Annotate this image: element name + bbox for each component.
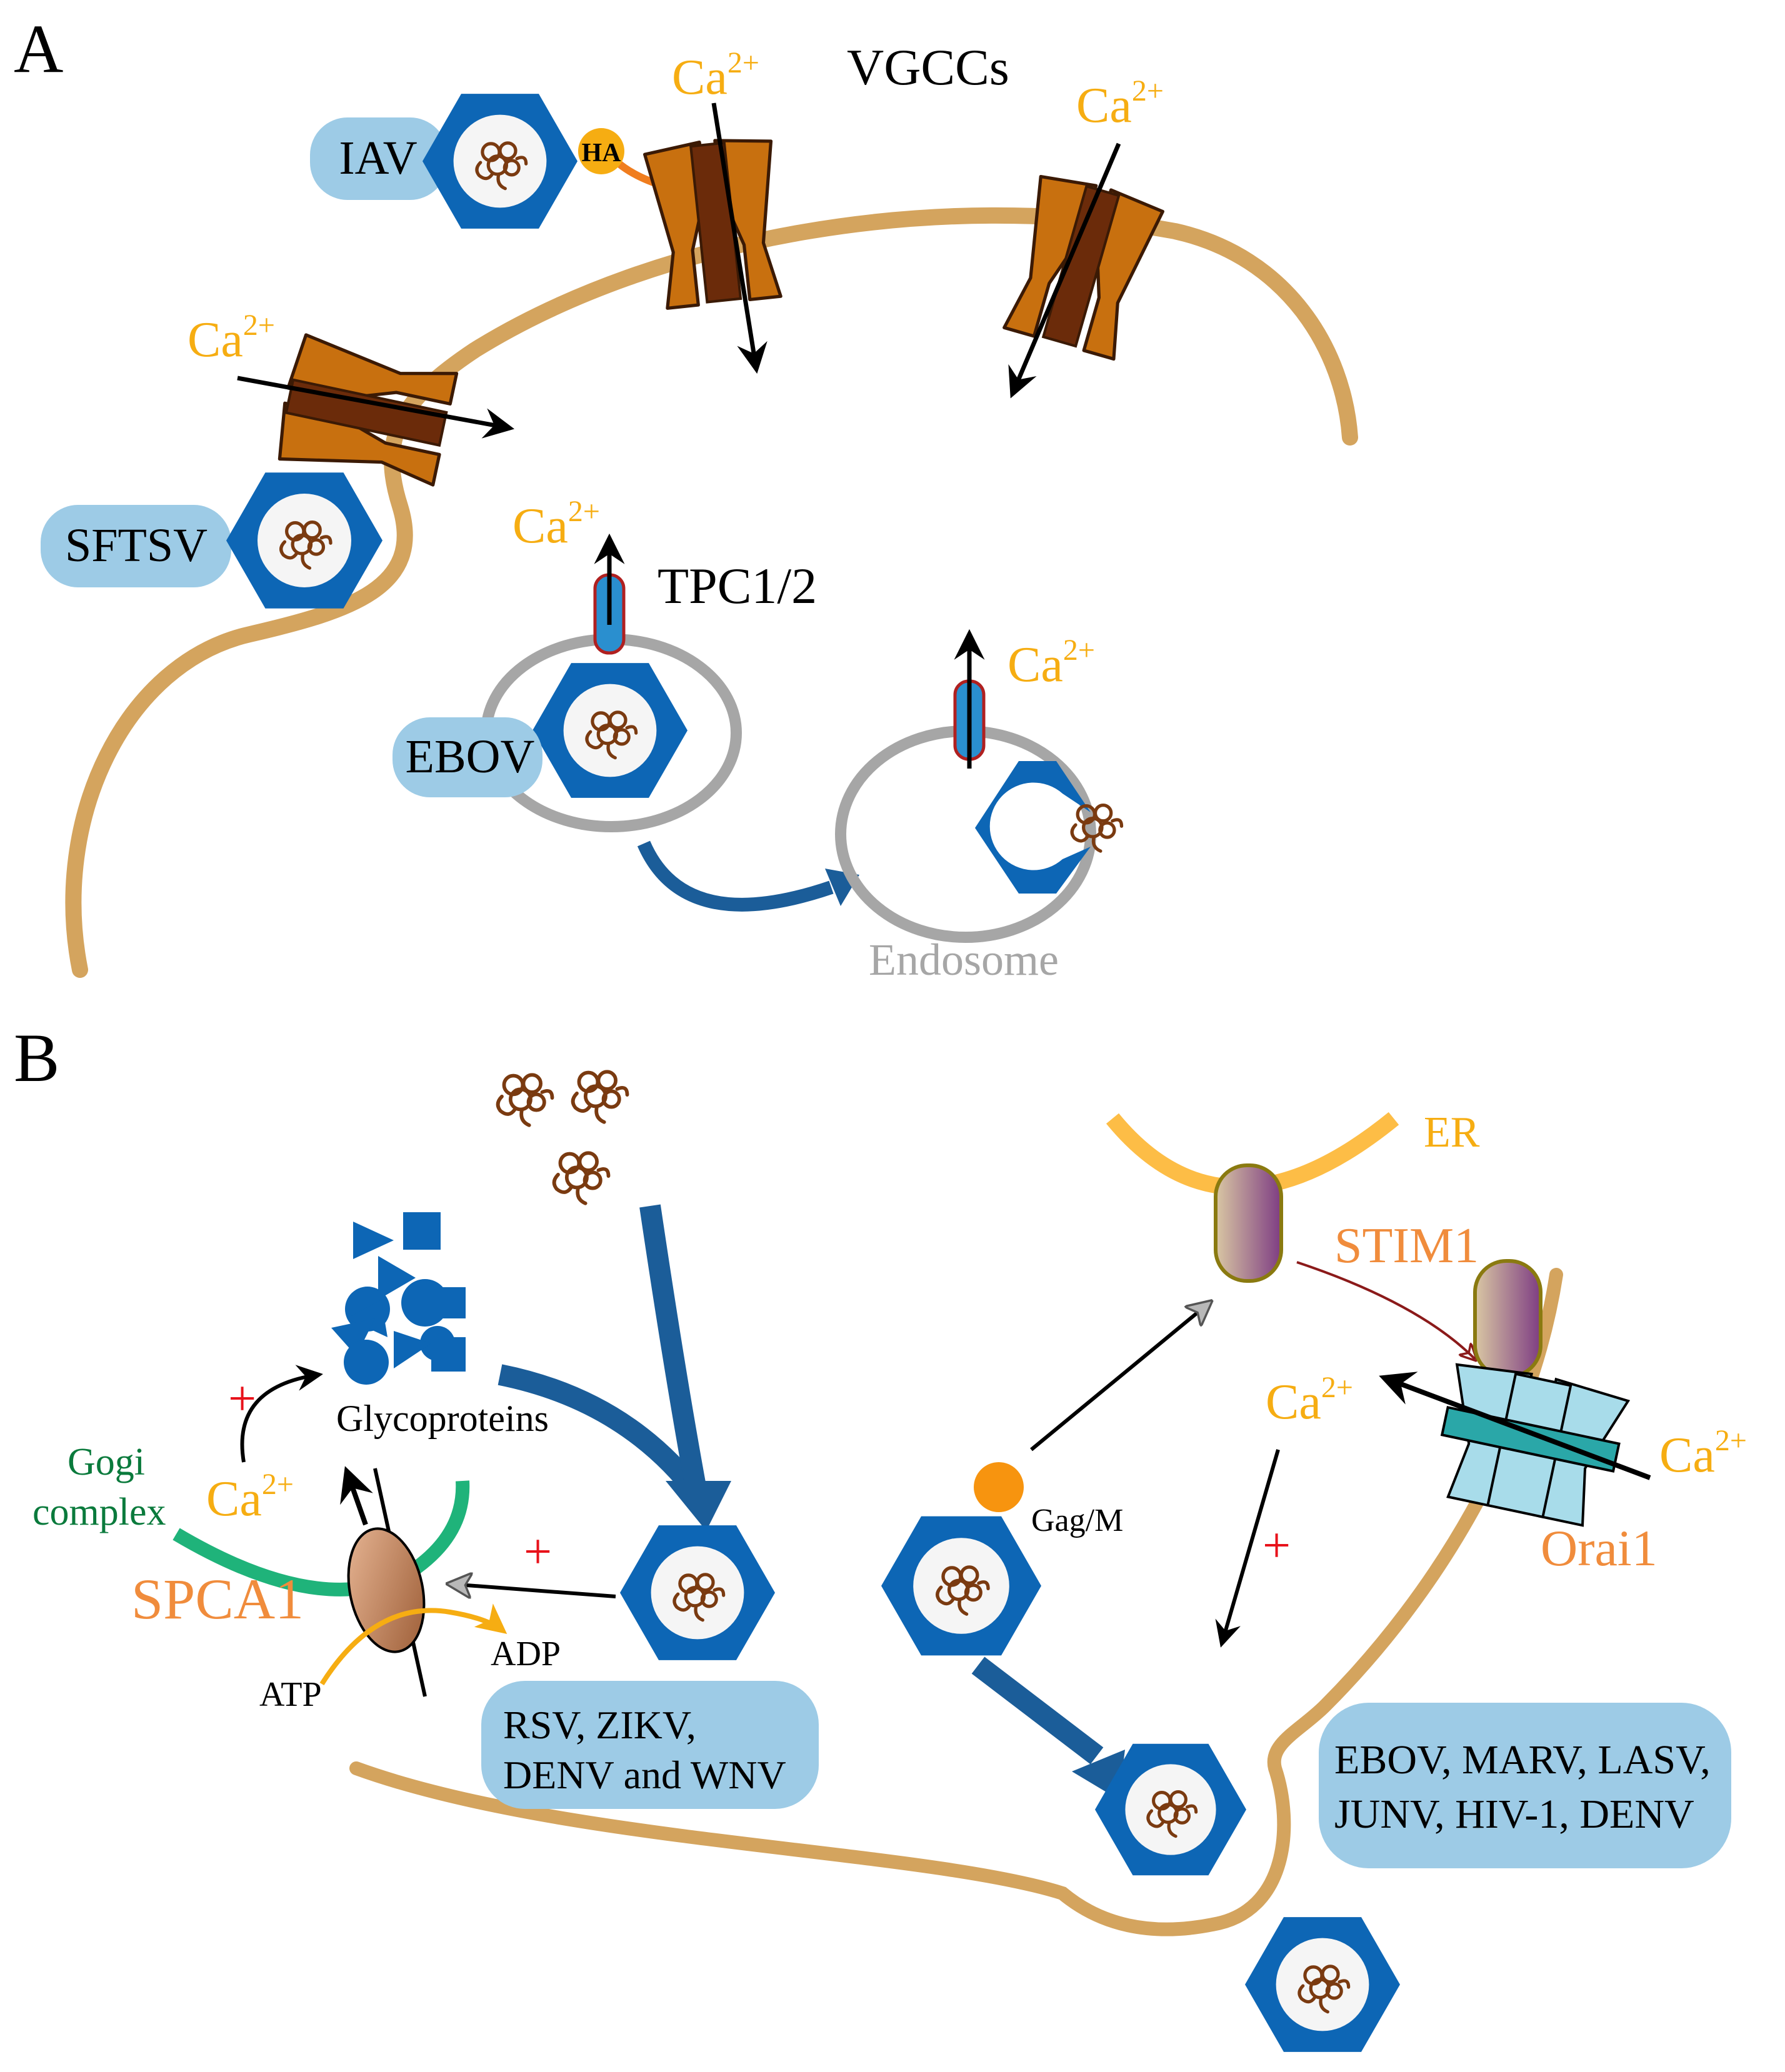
stim1-translocation-arrow	[1296, 1261, 1475, 1359]
endosome-label: Endosome	[869, 935, 1059, 985]
glycoprotein-shapes-icon	[331, 1212, 466, 1385]
virus-list-left-line1: RSV, ZIKV,	[503, 1703, 696, 1747]
calcium-label: Ca2+	[512, 495, 600, 554]
virus-capsid-icon	[881, 1517, 1041, 1656]
panel-b-letter: B	[14, 1020, 59, 1096]
gag-m-protein	[974, 1462, 1024, 1512]
calcium-label: Ca2+	[206, 1468, 294, 1527]
stim1-sensor	[1473, 1259, 1542, 1378]
assembly-arrow	[498, 1364, 706, 1500]
ha-protein	[578, 128, 624, 174]
orai1-label: Orai1	[1541, 1520, 1658, 1576]
calcium-uptake-arrow	[340, 1466, 373, 1526]
budding-arrow	[971, 1656, 1104, 1765]
viral-rna-icon	[1072, 805, 1121, 852]
calcium-influx-arrow	[237, 376, 515, 439]
calcium-label: Ca2+	[1266, 1371, 1353, 1430]
er-label: ER	[1424, 1108, 1480, 1157]
ebov-virus-icon	[532, 663, 688, 798]
panel-a-letter: A	[14, 11, 63, 87]
virus-label-iav: IAV	[339, 132, 417, 184]
adp-label: ADP	[491, 1635, 561, 1673]
calcium-label: Ca2+	[188, 309, 275, 367]
tpc-label: TPC1/2	[658, 557, 817, 614]
virus-list-box	[481, 1681, 819, 1809]
virus-capsid-icon	[1245, 1917, 1400, 2052]
calcium-influx-arrow	[1008, 142, 1121, 399]
virus-label-box	[310, 117, 448, 200]
virus-capsid-icon	[620, 1525, 775, 1660]
virus-list-right-line1: EBOV, MARV, LASV,	[1334, 1737, 1711, 1783]
promotion-arrow	[1215, 1449, 1280, 1648]
stim1-label: STIM1	[1334, 1218, 1479, 1273]
virus-list-right-line2: JUNV, HIV-1, DENV	[1334, 1791, 1694, 1837]
calcium-label: Ca2+	[1659, 1424, 1747, 1483]
golgi-label-line1: Gogi	[68, 1441, 145, 1483]
activation-arrow	[450, 1584, 616, 1596]
orai1-channel-icon	[1440, 1363, 1631, 1527]
spca1-pump	[347, 1527, 426, 1653]
viral-rna-icon	[573, 1072, 628, 1122]
virus-list-left-line2: DENV and WNV	[503, 1753, 786, 1797]
plus-sign: +	[524, 1525, 552, 1580]
plasma-membrane	[349, 1268, 1563, 1936]
calcium-label: Ca2+	[1008, 634, 1095, 692]
endosome-transition-arrow	[637, 840, 834, 912]
iav-virus-icon	[422, 94, 578, 229]
promotion-arrow	[240, 1365, 323, 1463]
gagm-label: Gag/M	[1031, 1503, 1123, 1538]
ha-label: HA	[582, 139, 622, 167]
golgi-label-line2: complex	[32, 1491, 166, 1533]
glycoproteins-label: Glycoproteins	[336, 1398, 549, 1439]
calcium-influx-arrow	[1379, 1372, 1651, 1480]
virus-label-box	[392, 717, 542, 797]
sftsv-virus-icon	[226, 472, 382, 609]
calcium-label: Ca2+	[1076, 74, 1164, 133]
spca1-label: SPCA1	[131, 1567, 304, 1631]
atp-label: ATP	[259, 1675, 322, 1714]
assembly-arrowhead	[666, 1481, 731, 1531]
virus-label-sftsv: SFTSV	[65, 519, 208, 572]
plus-sign: +	[228, 1372, 256, 1427]
plus-sign: +	[1262, 1518, 1291, 1573]
vgcc-label: VGCCs	[847, 39, 1009, 96]
viral-rna-icon	[498, 1075, 552, 1125]
virus-label-box	[41, 505, 231, 587]
uncoated-capsid-icon	[975, 761, 1091, 894]
stim1-sensor	[1214, 1163, 1283, 1283]
assembly-arrow	[639, 1204, 708, 1496]
calcium-influx-arrow	[711, 102, 768, 374]
virus-label-ebov: EBOV	[406, 730, 535, 783]
vgcc-channel-icon	[998, 171, 1165, 361]
calcium-label: Ca2+	[672, 46, 759, 105]
atp-to-adp-arrow	[319, 1603, 508, 1686]
virus-list-box	[1319, 1703, 1731, 1868]
stim1-activation-arrow	[1030, 1303, 1209, 1452]
vgcc-channel-icon	[644, 135, 788, 309]
viral-rna-icon	[554, 1153, 609, 1203]
